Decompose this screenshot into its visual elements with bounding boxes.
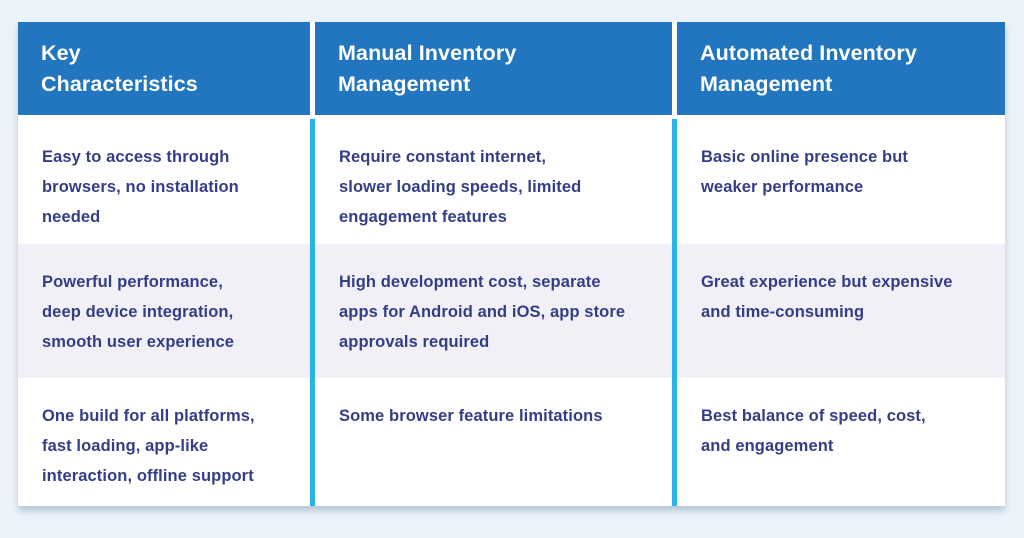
header-column-divider [310, 22, 315, 115]
column-divider [672, 378, 677, 506]
column-divider [310, 119, 315, 244]
table-cell-r2c1: Powerful performance, deep device integr… [18, 244, 310, 378]
comparison-table: Key Characteristics Manual Inventory Man… [18, 22, 1005, 506]
table-cell-r2c3: Great experience but expensive and time-… [677, 244, 1005, 378]
header-body-gap [18, 115, 1005, 119]
header-column-divider [672, 22, 677, 115]
column-divider [672, 119, 677, 244]
column-divider [310, 244, 315, 378]
header-cell-key-characteristics: Key Characteristics [18, 22, 310, 115]
table-cell-r3c2: Some browser feature limitations [315, 378, 672, 506]
table-header-row: Key Characteristics Manual Inventory Man… [18, 22, 1005, 115]
header-cell-manual-inventory-management: Manual Inventory Management [315, 22, 672, 115]
table-cell-r3c1: One build for all platforms, fast loadin… [18, 378, 310, 506]
table-cell-r1c3: Basic online presence but weaker perform… [677, 119, 1005, 244]
column-divider [310, 378, 315, 506]
table-cell-r3c3: Best balance of speed, cost, and engagem… [677, 378, 1005, 506]
header-cell-automated-inventory-management: Automated Inventory Management [677, 22, 1005, 115]
table-cell-r2c2: High development cost, separate apps for… [315, 244, 672, 378]
table-cell-r1c1: Easy to access through browsers, no inst… [18, 119, 310, 244]
table-body: Easy to access through browsers, no inst… [18, 119, 1005, 506]
table-cell-r1c2: Require constant internet, slower loadin… [315, 119, 672, 244]
column-divider [672, 244, 677, 378]
